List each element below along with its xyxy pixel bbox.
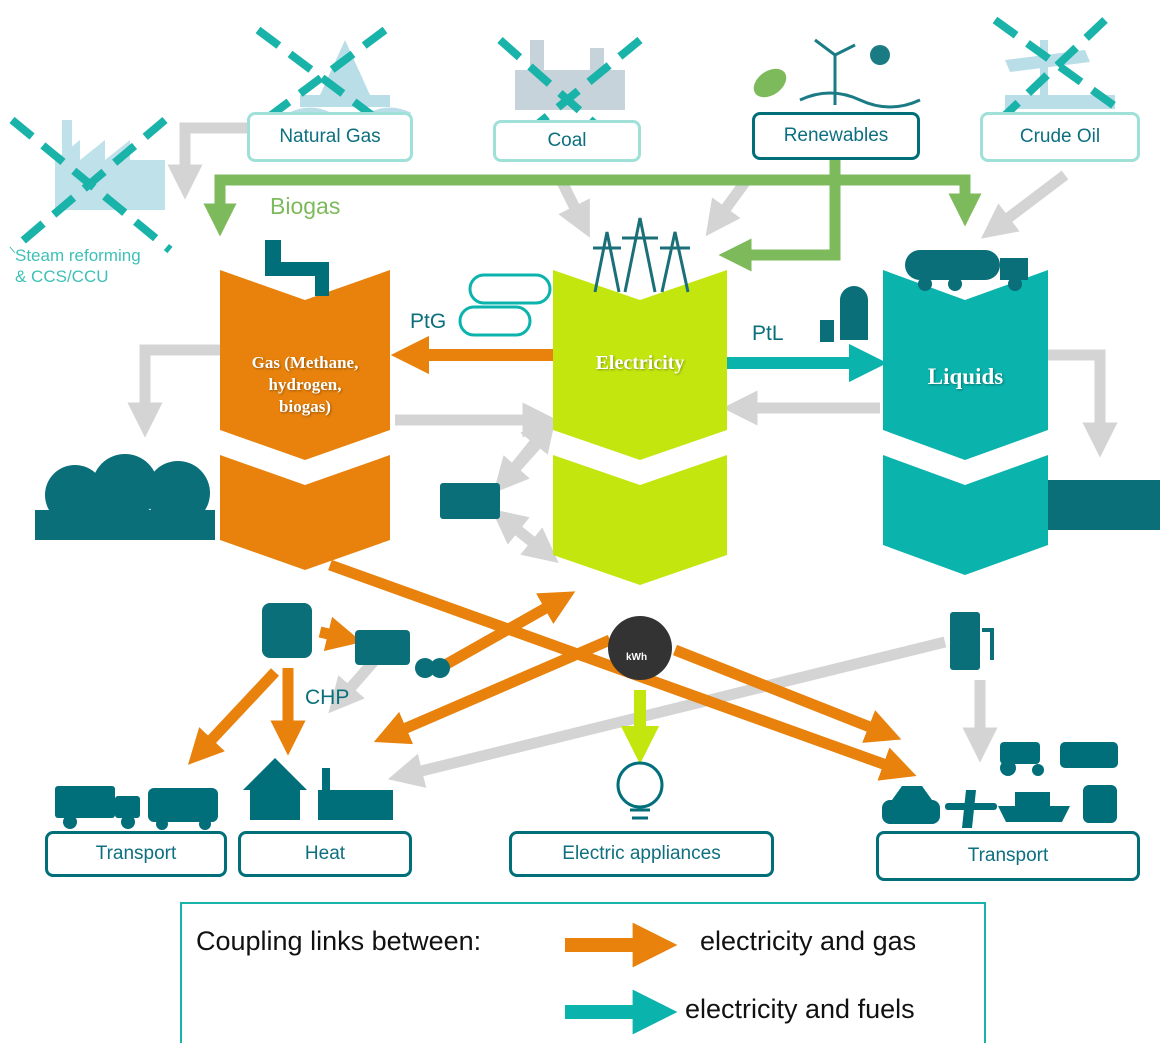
train-icon [1083,785,1117,823]
house-icon [243,758,307,820]
heat-box: Heat [238,831,412,877]
chp-unit-icon [355,630,450,678]
kwh-label: kWh [626,652,648,663]
renewable-flows [203,155,982,272]
steam-reforming-label: Steam reforming & CCS/CCU [15,245,141,287]
pylons-icon [593,217,690,293]
liquids-column [883,270,1048,575]
legend [180,902,986,1043]
ptl-label: PtL [752,322,784,345]
pipe-icon [265,240,329,296]
steam-reforming-line2: & CCS/CCU [15,267,109,286]
natural-gas-box: Natural Gas [247,112,413,162]
car-icon [882,786,940,824]
tractor-icon [1000,742,1044,776]
bus-icon [148,788,218,830]
plane-icon [945,790,997,828]
electricity-column [553,270,727,585]
industry-icon [318,768,393,820]
truck-icon [55,786,140,829]
coal-box: Coal [493,120,641,162]
gas-title-line2: hydrogen, [268,375,342,394]
tanker-truck-icon [905,250,1028,291]
bus-icon-right [1060,742,1118,768]
hydrogen-tanks-icon [458,273,552,337]
transport-right-box: Transport [876,831,1140,881]
kwh-meter-icon [608,616,672,680]
gas-meter-icon [262,603,312,658]
transport-left-box: Transport [45,831,227,877]
legend-fuel-label: electricity and fuels [685,994,915,1024]
chp-label: CHP [305,686,350,709]
renewables-icon [753,38,921,109]
renewables-box: Renewables [752,112,920,160]
ship-icon [998,792,1070,822]
gas-title-line3: biogas) [279,397,331,416]
ptl-plant-icon [820,286,868,342]
legend-gas-label: electricity and gas [700,926,917,956]
battery-icon [440,483,500,519]
biogas-label: Biogas [270,193,341,219]
oil-tanks-icon [1048,480,1160,530]
fuel-pump-icon [950,612,994,670]
legend-title: Coupling links between: [196,926,482,956]
gas-column [220,270,390,570]
steam-reforming-line1: Steam reforming [15,246,141,265]
liquids-column-title: Liquids [927,364,1004,389]
gas-storage-icon [35,454,215,540]
gas-title-line1: Gas (Methane, [251,353,359,372]
electricity-column-title: Electricity [595,352,685,374]
electric-appliances-box: Electric appliances [509,831,774,877]
ptg-label: PtG [410,310,447,333]
light-bulb-icon [616,761,664,820]
crude-oil-box: Crude Oil [980,112,1140,162]
gas-column-title: Gas (Methane, hydrogen, biogas) [220,352,390,418]
